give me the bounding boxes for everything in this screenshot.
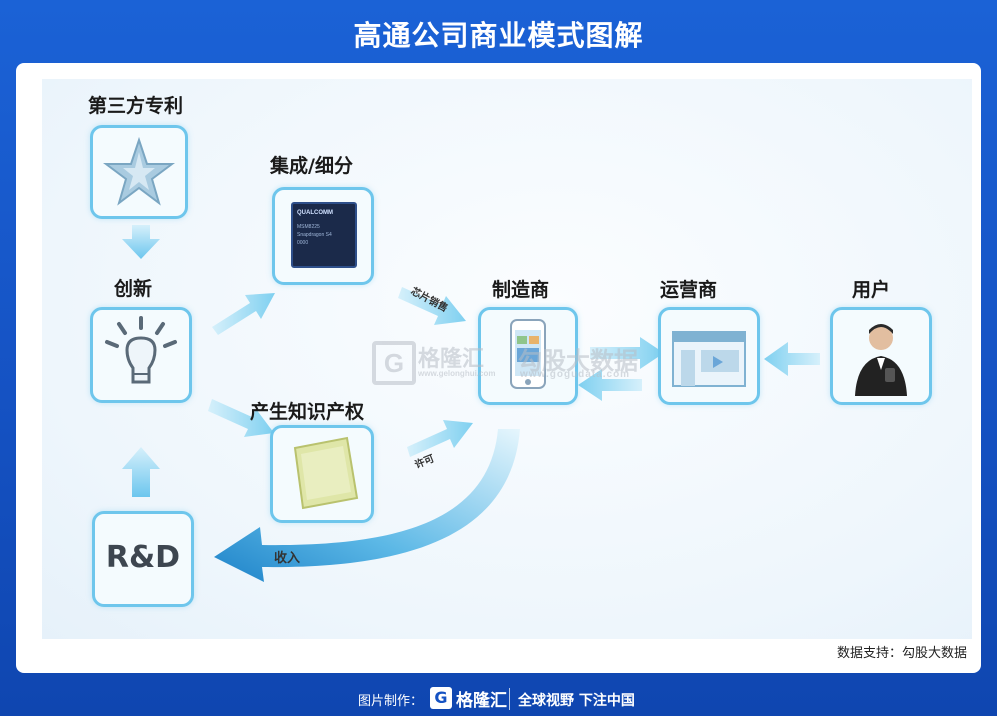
storefront-icon [672, 331, 746, 387]
label-innovation: 创新 [114, 278, 153, 300]
arrow-revenue-curve [214, 429, 520, 582]
label-revenue: 收入 [274, 551, 301, 566]
arrow-innovation-to-ip [208, 399, 274, 437]
watermark-gugu: 勾股大数据 [518, 348, 638, 375]
operator-box [658, 307, 760, 405]
label-operator: 运营商 [660, 279, 718, 301]
label-integration: 集成/细分 [270, 155, 353, 177]
footer-slogan: 全球视野 下注中国 [518, 693, 635, 709]
patent-box [90, 125, 188, 219]
chip-brand: QUALCOMM [297, 210, 333, 216]
watermark-gugu-url: www.gogudata.com [520, 369, 631, 380]
footer-brand: 格隆汇 [456, 691, 507, 711]
arrow-rd-to-innovation [122, 447, 160, 497]
footer: 图片制作： G 格隆汇 全球视野 下注中国 [0, 684, 997, 712]
chip-model: MSM8225 [297, 224, 320, 230]
flow-arrows [122, 225, 820, 582]
arrow-operator-to-manufacturer [578, 369, 642, 401]
innovation-box [90, 307, 192, 403]
watermark-gelonghui: 格隆汇 [418, 346, 485, 371]
rd-label: R&D [105, 540, 181, 575]
ip-box [270, 425, 374, 523]
footer-made-by: 图片制作： [358, 694, 424, 709]
chip-box: QUALCOMM MSM8225 Snapdragon S4 0000 [272, 187, 374, 285]
watermark-gelonghui-url: www.gelonghui.com [418, 369, 496, 378]
gelonghui-logo-icon: G [430, 687, 452, 709]
arrow-manufacturer-to-operator [590, 337, 664, 369]
manufacturer-box [478, 307, 578, 405]
diagram-panel: 第三方专利 创新 R&D [16, 63, 981, 673]
arrow-chip-to-manufacturer [398, 287, 466, 325]
chip-code: 0000 [297, 240, 309, 246]
arrow-user-to-operator [764, 342, 820, 376]
label-manufacturer: 制造商 [492, 279, 550, 301]
label-user: 用户 [852, 279, 891, 301]
business-model-diagram: 第三方专利 创新 R&D [42, 79, 972, 639]
arrow-patent-to-innovation [122, 225, 160, 259]
footer-divider [509, 688, 510, 710]
chip-series: Snapdragon S4 [297, 232, 332, 238]
label-ip-generation: 产生知识产权 [250, 401, 365, 423]
label-third-party-patents: 第三方专利 [88, 95, 184, 117]
data-credit: 数据支持：勾股大数据 [836, 646, 967, 661]
lightbulb-icon [105, 316, 177, 384]
arrow-ip-to-manufacturer [407, 420, 473, 457]
star-icon [103, 136, 175, 206]
page-title: 高通公司商业模式图解 [353, 20, 644, 51]
user-box [830, 307, 932, 405]
watermark-logo-icon: G [372, 341, 416, 385]
phone-icon [510, 319, 546, 389]
rd-box: R&D [92, 511, 194, 607]
person-icon [855, 324, 907, 396]
chip-icon: QUALCOMM MSM8225 Snapdragon S4 0000 [291, 202, 357, 268]
document-icon [293, 436, 359, 510]
arrow-innovation-to-integration [212, 293, 275, 335]
